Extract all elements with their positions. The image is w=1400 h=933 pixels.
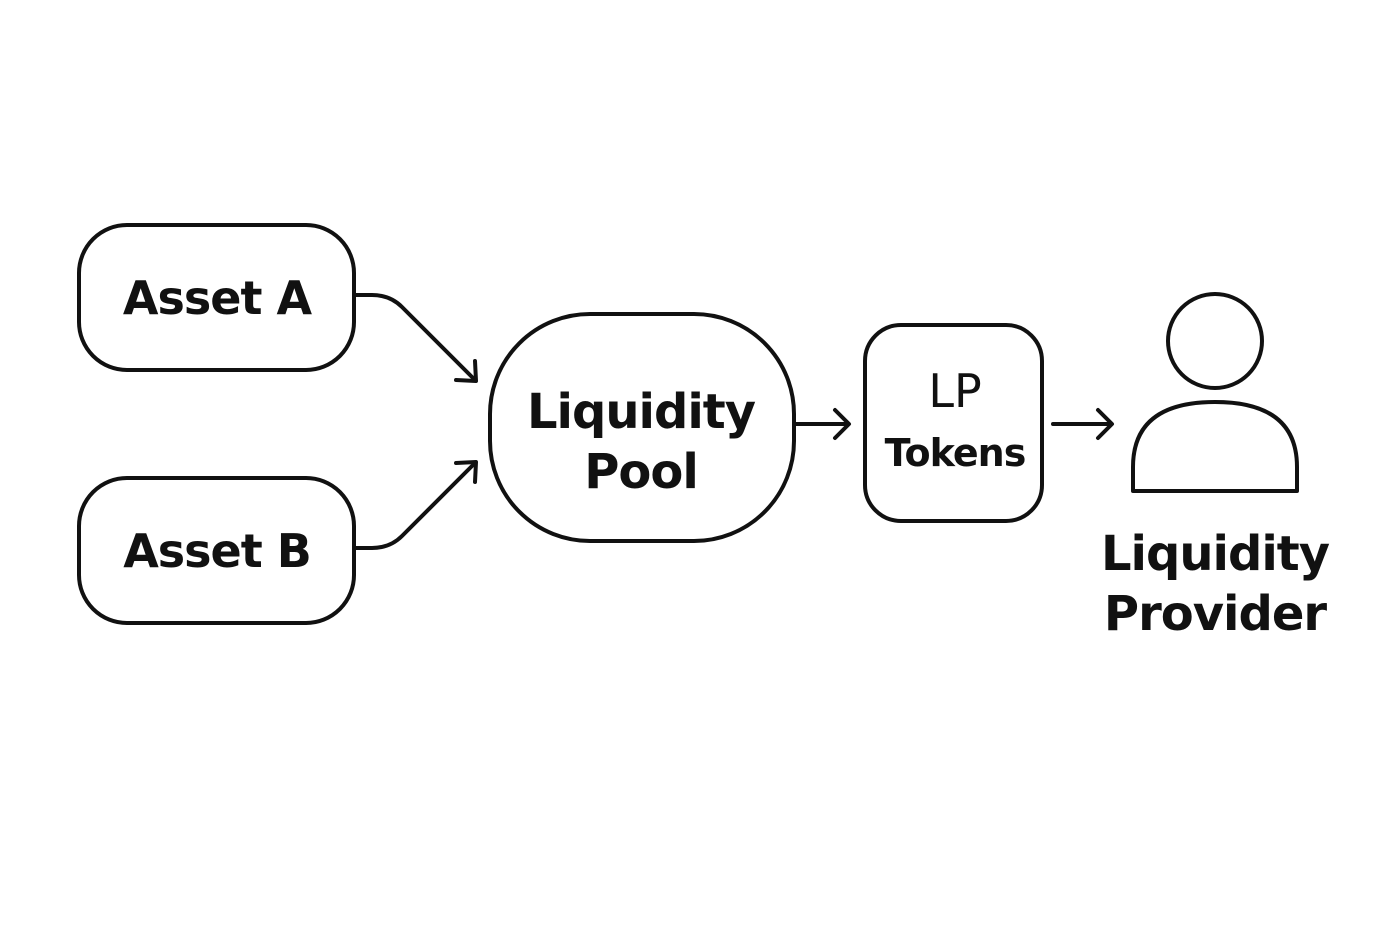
arrow-lp-tokens-to-provider xyxy=(1051,408,1114,440)
liquidity-provider-label-line1: Liquidity xyxy=(1101,526,1330,582)
asset-b-label: Asset B xyxy=(123,524,311,578)
person-icon xyxy=(1131,292,1299,493)
node-liquidity-pool: Liquidity Pool xyxy=(488,312,796,543)
arrow-asset-b-to-pool xyxy=(353,460,478,550)
node-asset-b: Asset B xyxy=(77,476,356,625)
person-head xyxy=(1166,292,1264,390)
lp-tokens-label-line1: LP xyxy=(928,364,981,418)
arrow-asset-a-to-pool xyxy=(353,293,478,383)
asset-a-label: Asset A xyxy=(123,271,313,325)
person-body xyxy=(1131,400,1299,493)
liquidity-pool-label-line2: Pool xyxy=(584,444,698,500)
liquidity-provider-label-line2: Provider xyxy=(1104,586,1327,642)
liquidity-pool-label-line1: Liquidity xyxy=(527,384,756,440)
asset-a-box xyxy=(77,223,356,372)
liquidity-pool-box xyxy=(488,312,796,543)
asset-b-box xyxy=(77,476,356,625)
node-liquidity-provider: Liquidity Provider xyxy=(1101,292,1331,642)
arrow-pool-to-lp-tokens xyxy=(793,408,851,440)
node-lp-tokens: LP Tokens xyxy=(863,323,1044,523)
lp-tokens-label-line2: Tokens xyxy=(885,431,1026,475)
node-asset-a: Asset A xyxy=(77,223,356,372)
lp-tokens-box xyxy=(863,323,1044,523)
